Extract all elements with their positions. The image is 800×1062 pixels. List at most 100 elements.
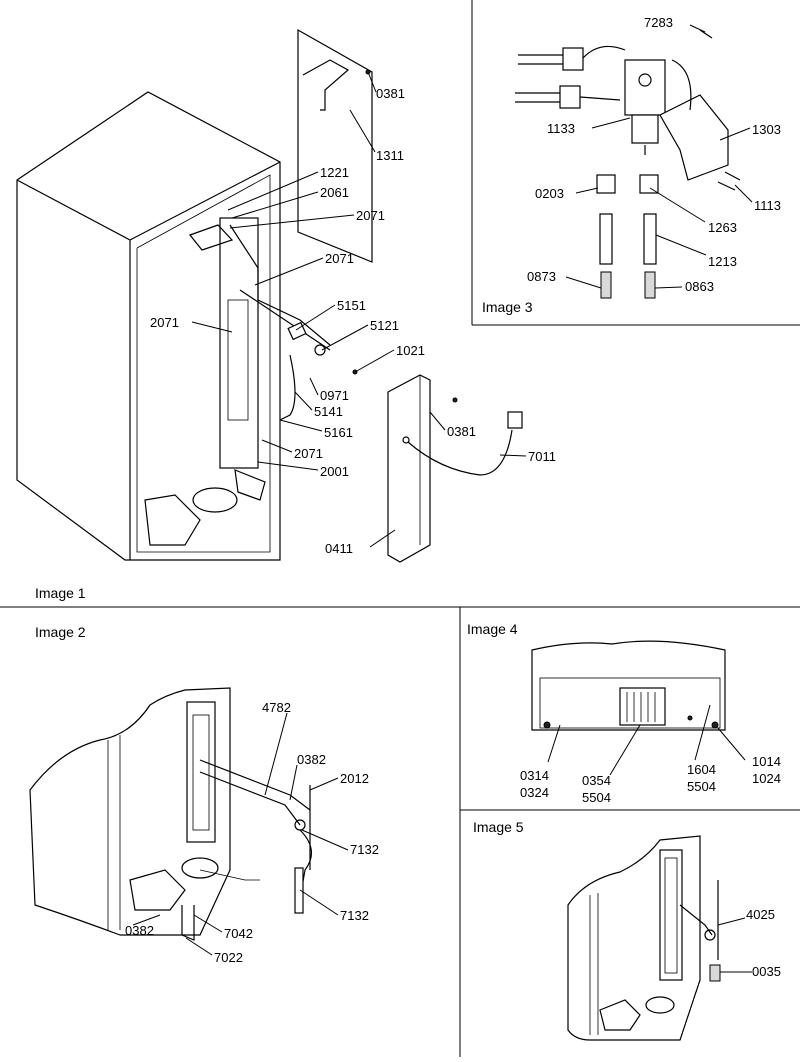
evaporator-duct <box>659 849 683 981</box>
rear-cover-panel <box>387 374 431 563</box>
drain-tube <box>181 905 195 941</box>
callout-1303: 1303 <box>752 122 781 137</box>
screw-icon <box>699 29 713 39</box>
image3-labels: 7283 1303 1133 0203 1263 1113 1213 0873 … <box>482 15 781 315</box>
image5-illustration <box>567 835 721 1041</box>
compressor <box>144 494 201 546</box>
screw-icon <box>452 397 458 403</box>
power-cord <box>407 429 513 476</box>
wire-connector <box>559 85 581 109</box>
callout-1113: 1113 <box>754 198 781 213</box>
callout-5161: 5161 <box>324 425 353 440</box>
callout-5141: 5141 <box>314 404 343 419</box>
duct-grill <box>664 857 678 974</box>
tubing-upper <box>229 224 331 346</box>
callout-5121: 5121 <box>370 318 399 333</box>
image3-leaders <box>565 24 753 289</box>
tubing <box>679 904 713 936</box>
callout-0381: 0381 <box>376 86 405 101</box>
image4-title: Image 4 <box>467 621 518 637</box>
image5-leaders <box>717 917 752 973</box>
callout-1263: 1263 <box>708 220 737 235</box>
callout-2001: 2001 <box>320 464 349 479</box>
callout-2012: 2012 <box>340 771 369 786</box>
callout-7011: 7011 <box>528 449 556 464</box>
tube-loop <box>671 59 692 111</box>
callout-0382: 0382 <box>125 923 154 938</box>
callout-5151: 5151 <box>337 298 366 313</box>
wire-lead <box>297 829 312 911</box>
callout-5504: 5504 <box>687 779 716 794</box>
image2-labels: 4782 0382 2012 7132 7132 0382 7042 7022 … <box>35 624 379 965</box>
callout-1024: 1024 <box>752 771 781 786</box>
screw-icon <box>687 715 693 721</box>
image1-illustration <box>16 28 523 563</box>
compression-nut <box>596 174 616 194</box>
callout-0314: 0314 <box>520 768 549 783</box>
image4-labels: 0314 0324 0354 5504 1604 5504 1014 1024 … <box>467 621 781 805</box>
water-valve-outlet <box>631 114 659 144</box>
callout-7132: 7132 <box>350 842 379 857</box>
screw-icon <box>724 171 741 181</box>
evaporator-duct <box>219 217 259 469</box>
callout-5504: 5504 <box>582 790 611 805</box>
control-housing <box>189 224 234 251</box>
callout-7132: 7132 <box>340 908 369 923</box>
power-plug <box>507 411 523 429</box>
callout-1021: 1021 <box>396 343 425 358</box>
callout-1133: 1133 <box>547 121 575 136</box>
drain-pan <box>645 996 675 1014</box>
compressor <box>599 999 641 1031</box>
valve-fitting <box>314 344 326 356</box>
callout-0971: 0971 <box>320 388 349 403</box>
screw-icon <box>717 181 736 191</box>
wire-connector <box>294 867 304 914</box>
base-panel <box>539 677 721 729</box>
image1-title: Image 1 <box>35 585 86 601</box>
callout-4782: 4782 <box>262 700 291 715</box>
callout-0354: 0354 <box>582 773 611 788</box>
cover-grommet <box>402 436 410 444</box>
valve-bracket <box>659 94 729 181</box>
drain-tube <box>234 469 266 501</box>
cabinet-lower-section <box>531 640 726 731</box>
cabinet-back-panel <box>136 174 271 553</box>
leveling-leg <box>711 721 719 729</box>
callout-1604: 1604 <box>687 762 716 777</box>
panel-opening <box>302 59 350 111</box>
drain-pan <box>192 487 238 513</box>
drain-pan <box>181 857 219 879</box>
wire-harness <box>279 354 296 421</box>
tube-insert <box>644 271 656 299</box>
image5-labels: 4025 0035 Image 5 <box>473 819 781 979</box>
callout-2061: 2061 <box>320 185 349 200</box>
callout-0411: 0411 <box>325 541 353 556</box>
callout-0324: 0324 <box>520 785 549 800</box>
water-tube <box>599 213 613 265</box>
image4-illustration <box>531 640 726 731</box>
callout-4025: 4025 <box>746 907 775 922</box>
callout-0035: 0035 <box>752 964 781 979</box>
evaporator-duct <box>186 701 216 843</box>
tube-insert <box>600 271 612 299</box>
image3-illustration <box>515 29 741 299</box>
callout-2071: 2071 <box>150 315 179 330</box>
duct-outline <box>199 869 260 881</box>
compression-nut <box>639 174 659 194</box>
wire-connector <box>709 964 721 982</box>
callout-2071: 2071 <box>325 251 354 266</box>
condenser-grille <box>619 687 666 726</box>
image3-title: Image 3 <box>482 299 533 315</box>
callout-2071: 2071 <box>356 208 385 223</box>
water-valve-body <box>624 59 666 116</box>
tubing <box>199 759 311 811</box>
callout-0381: 0381 <box>447 424 476 439</box>
solenoid-coil <box>638 73 652 87</box>
callout-7022: 7022 <box>214 950 243 965</box>
callout-0873: 0873 <box>527 269 556 284</box>
compressor <box>129 869 186 911</box>
wire-lead <box>579 96 621 101</box>
leveling-leg <box>543 721 551 729</box>
image1-leaders <box>191 71 527 548</box>
